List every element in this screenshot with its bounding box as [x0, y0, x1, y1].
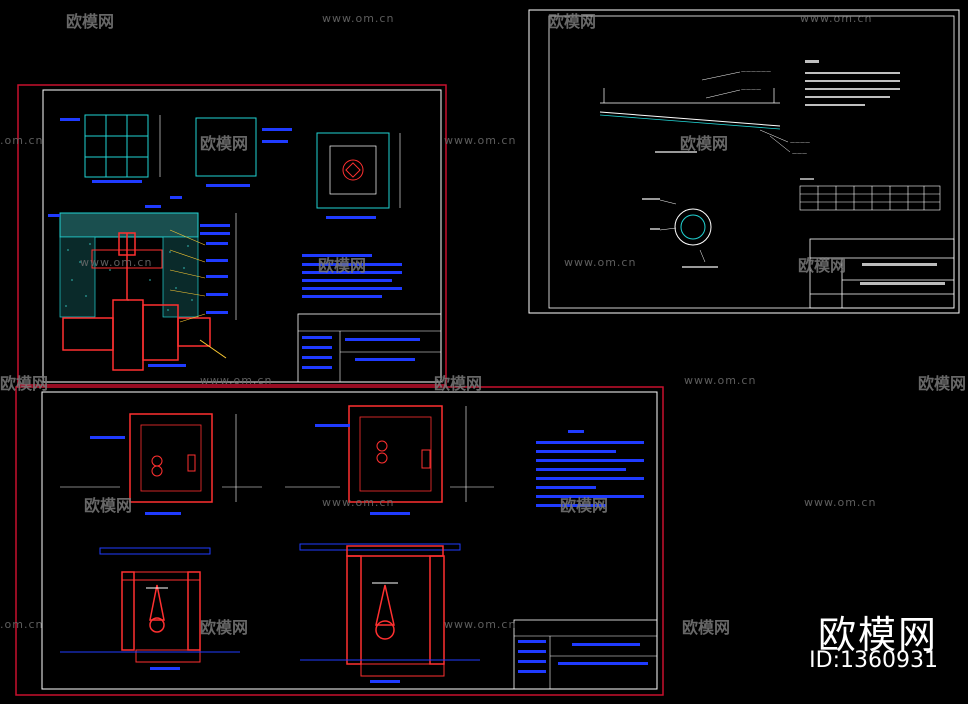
- sheet2-inner-frame: [41, 391, 658, 690]
- sheet-valve-well-detail: [17, 84, 447, 386]
- watermark-brand: 欧模网: [0, 374, 49, 393]
- watermark-brand: 欧模网: [200, 134, 249, 153]
- watermark-brand: 欧模网: [560, 496, 609, 515]
- watermark-url: .om.cn: [0, 134, 44, 147]
- watermark-brand: 欧模网: [798, 256, 847, 275]
- sheet-pipe-installation: —————— ———— ———— ———: [528, 9, 960, 314]
- sheet3-outer-border: [528, 9, 960, 314]
- watermark-url: www.om.cn: [800, 12, 873, 25]
- watermark-brand: 欧模网: [680, 134, 729, 153]
- manhole-plan-1: [129, 413, 213, 503]
- grate-plan-outline: [84, 114, 149, 178]
- manhole-plan-2: [348, 405, 443, 503]
- manhole-section-2: [299, 543, 480, 683]
- svg-text:————: ————: [790, 140, 810, 146]
- valve-body: [112, 299, 144, 371]
- watermark-url: www.om.cn: [564, 256, 637, 269]
- cover-plan-outline: [195, 117, 257, 177]
- pipe-spec-table: [799, 185, 941, 211]
- brand-id-text: ID:1360931: [809, 648, 938, 673]
- watermark-brand: 欧模网: [918, 374, 967, 393]
- svg-text:———: ———: [792, 151, 807, 157]
- svg-text:————: ————: [741, 87, 761, 93]
- manhole-section-1: [60, 547, 240, 670]
- watermark-url: www.om.cn: [804, 496, 877, 509]
- watermark-url: www.om.cn: [80, 256, 153, 269]
- sheet-manhole-sections: [15, 386, 664, 696]
- sheet1-outer-border: [17, 84, 447, 386]
- watermark-brand: 欧模网: [548, 12, 597, 31]
- pipe-right: [177, 317, 211, 347]
- pipe-left: [62, 317, 114, 351]
- watermark-brand: 欧模网: [200, 618, 249, 637]
- watermark-brand: 欧模网: [318, 256, 367, 275]
- watermark-brand: 欧模网: [682, 618, 731, 637]
- sheet3-inner-frame: [548, 15, 955, 309]
- pipe-section-inner: [680, 214, 706, 240]
- sheet2-title-block: [513, 619, 658, 690]
- sheet1-inner-frame: [42, 89, 442, 383]
- svg-text:——————: ——————: [741, 69, 771, 75]
- watermark-url: www.om.cn: [322, 12, 395, 25]
- watermark-url: www.om.cn: [444, 134, 517, 147]
- watermark-url: .om.cn: [0, 618, 44, 631]
- watermark-url: www.om.cn: [322, 496, 395, 509]
- watermark-brand: 欧模网: [66, 12, 115, 31]
- sheet1-title-block: [297, 313, 442, 383]
- brand-logo-text: 欧模网: [817, 613, 938, 657]
- pipe-section-outer: [674, 208, 712, 246]
- sheet3-title-block: [809, 238, 955, 309]
- watermark-url: www.om.cn: [444, 618, 517, 631]
- watermark-url: www.om.cn: [200, 374, 273, 387]
- watermark-url: www.om.cn: [684, 374, 757, 387]
- sheet2-outer-border: [15, 386, 664, 696]
- watermark-brand: 欧模网: [434, 374, 483, 393]
- valve-cover-outer: [316, 132, 390, 209]
- watermark-brand: 欧模网: [84, 496, 133, 515]
